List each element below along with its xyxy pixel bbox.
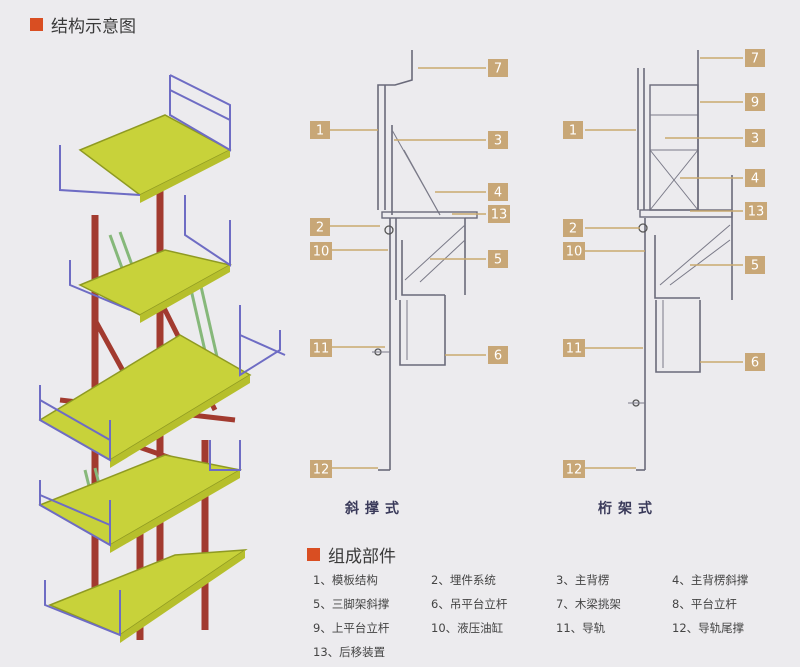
isometric-scaffold [38, 74, 286, 643]
truss-elevation [628, 50, 733, 471]
left-callout-label: 11 [313, 342, 330, 357]
right-callout-7: 7 [745, 49, 765, 67]
parts-title-text: 组成部件 [328, 547, 396, 567]
left-callout-label: 12 [313, 463, 330, 478]
right-callout-label: 5 [751, 259, 759, 274]
left-callout-11: 11 [310, 339, 332, 357]
right-callout-10: 10 [563, 242, 585, 260]
right-callout-11: 11 [563, 339, 585, 357]
left-callout-label: 7 [494, 62, 502, 77]
parts-legend: 1、模板结构 2、埋件系统 3、主背楞 4、主背楞斜撑 5、三脚架斜撑 6、吊平… [313, 572, 793, 660]
right-callout-12: 12 [563, 460, 585, 478]
right-callout-label: 13 [748, 205, 765, 220]
left-callout-12: 12 [310, 460, 332, 478]
right-callout-1: 1 [563, 121, 583, 139]
parts-title: 组成部件 [307, 542, 396, 567]
right-callout-label: 11 [566, 342, 583, 357]
left-callout-2: 2 [310, 218, 330, 236]
left-callout-10: 10 [310, 242, 332, 260]
right-callout-label: 7 [751, 52, 759, 67]
legend-item: 8、平台立杆 [672, 597, 737, 611]
right-callout-6: 6 [745, 353, 765, 371]
right-callout-label: 6 [751, 356, 759, 371]
legend-item: 2、埋件系统 [431, 573, 496, 587]
title-square-icon [30, 18, 43, 31]
left-callout-label: 6 [494, 349, 502, 364]
left-callout-label: 2 [316, 221, 324, 236]
left-callout-13: 13 [488, 205, 510, 223]
structure-diagram-title: 结构示意图 [30, 12, 136, 37]
left-callout-3: 3 [488, 131, 508, 149]
legend-item: 9、上平台立杆 [313, 621, 390, 635]
structure-title-text: 结构示意图 [51, 17, 136, 37]
left-callout-label: 10 [313, 245, 330, 260]
caption-truss: 桁架式 [598, 501, 658, 517]
legend-item: 10、液压油缸 [431, 621, 504, 635]
left-callout-7: 7 [488, 59, 508, 77]
guard-rails [39, 74, 286, 637]
deck-edges [110, 150, 250, 643]
right-callout-2: 2 [563, 219, 583, 237]
left-callout-1: 1 [310, 121, 330, 139]
right-callout-label: 2 [569, 222, 577, 237]
right-callout-label: 9 [751, 96, 759, 111]
legend-item: 13、后移装置 [313, 645, 386, 659]
left-callout-label: 5 [494, 253, 502, 268]
right-callout-4: 4 [745, 169, 765, 187]
left-callout-label: 3 [494, 134, 502, 149]
right-callout-label: 4 [751, 172, 759, 187]
right-callout-label: 1 [569, 124, 577, 139]
right-callout-9: 9 [745, 93, 765, 111]
right-callout-13: 13 [745, 202, 767, 220]
left-callout-6: 6 [488, 346, 508, 364]
legend-item: 11、导轨 [556, 621, 606, 635]
legend-item: 3、主背楞 [556, 573, 610, 587]
legend-item: 5、三脚架斜撑 [313, 597, 390, 611]
right-callout-3: 3 [745, 129, 765, 147]
legend-item: 6、吊平台立杆 [431, 597, 508, 611]
legend-item: 1、模板结构 [313, 573, 378, 587]
legend-item: 7、木梁挑架 [556, 597, 621, 611]
right-callout-5: 5 [745, 256, 765, 274]
right-callout-label: 10 [566, 245, 583, 260]
parts-square-icon [307, 548, 320, 561]
legend-item: 4、主背楞斜撑 [672, 573, 749, 587]
left-callout-label: 1 [316, 124, 324, 139]
left-callout-label: 13 [491, 208, 508, 223]
callout-leaders [330, 57, 743, 469]
legend-item: 12、导轨尾撑 [672, 621, 745, 635]
caption-diagonal-brace: 斜撑式 [345, 501, 405, 517]
platform-decks [38, 114, 252, 636]
diagonal-brace-elevation [372, 50, 478, 471]
left-callout-5: 5 [488, 250, 508, 268]
right-callout-label: 3 [751, 132, 759, 147]
left-callout-4: 4 [488, 183, 508, 201]
left-callout-label: 4 [494, 186, 502, 201]
right-callout-label: 12 [566, 463, 583, 478]
